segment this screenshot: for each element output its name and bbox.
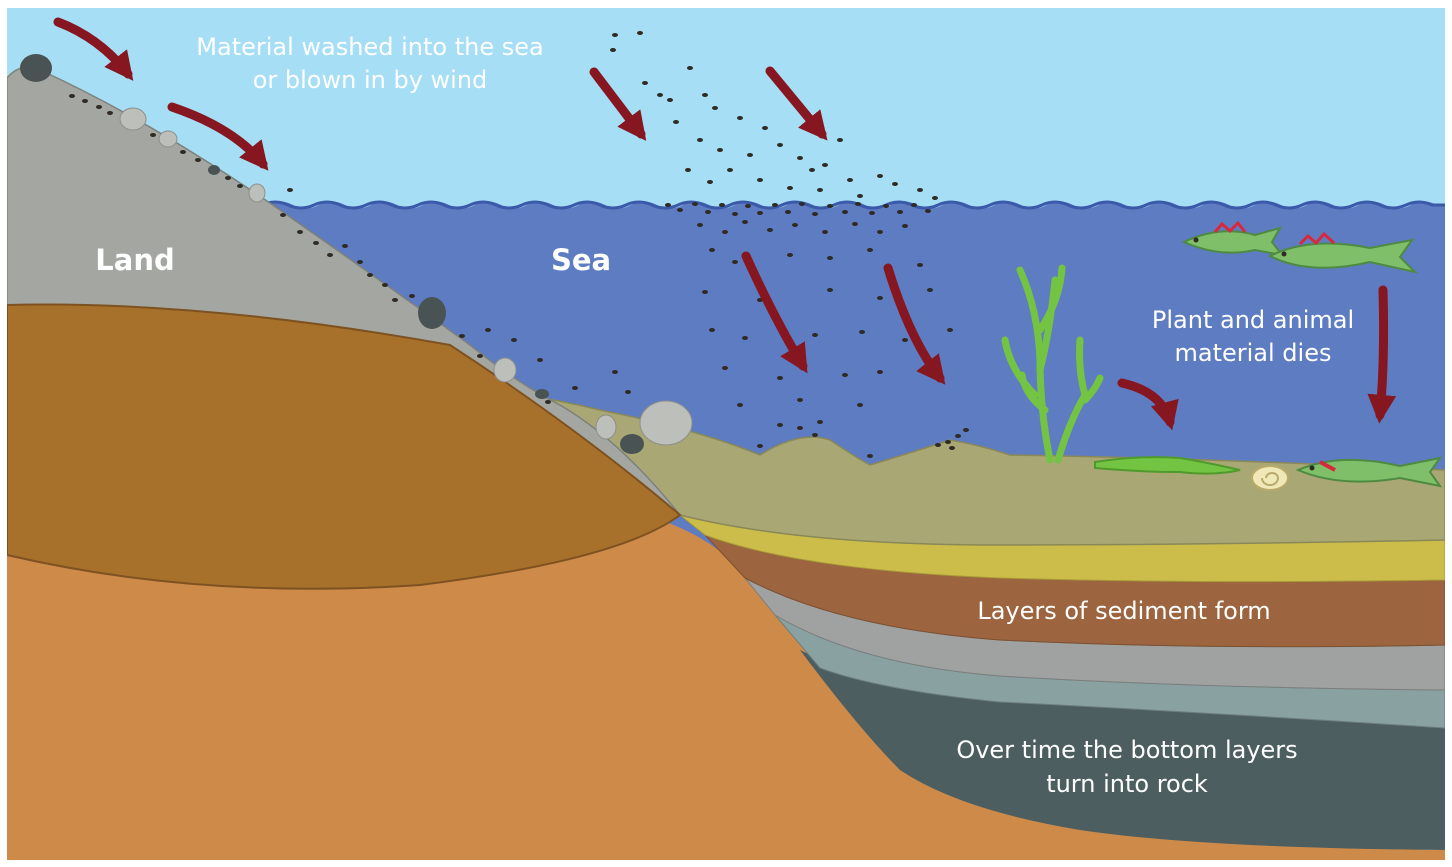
fish-live-2	[1267, 231, 1419, 274]
rocks	[20, 54, 693, 454]
fish-live-1	[1181, 220, 1285, 257]
label-material-line1: Material washed into the sea	[196, 33, 543, 61]
arrow-sink-2	[883, 263, 946, 385]
fallen-seaweed	[1094, 456, 1241, 475]
sediment-particles	[69, 31, 969, 458]
label-rock-line1: Over time the bottom layers	[956, 736, 1297, 764]
arrow-wash-2	[167, 102, 269, 171]
label-rock-line2: turn into rock	[1046, 770, 1208, 798]
rock-layer	[800, 650, 1445, 850]
arrow-plant	[1117, 378, 1179, 431]
snail-shell	[1251, 465, 1289, 491]
arrow-wash-1	[53, 17, 134, 81]
label-plant-line2: material dies	[1175, 339, 1332, 367]
label-material-line2: or blown in by wind	[253, 66, 488, 94]
sky	[7, 8, 1445, 208]
label-sea: Sea	[551, 243, 611, 277]
arrow-wind-1	[589, 67, 647, 141]
sea-surface-line	[261, 200, 1445, 210]
arrow-fish	[1367, 285, 1397, 424]
label-land: Land	[95, 243, 174, 277]
arrow-sink-1	[741, 251, 808, 374]
arrow-wind-2	[765, 66, 828, 141]
seaweed	[1001, 264, 1104, 464]
fish-dead	[1295, 456, 1443, 488]
land-brown	[6, 303, 682, 590]
process-arrows	[53, 17, 1397, 431]
label-plant-line1: Plant and animal	[1152, 306, 1354, 334]
ground-orange	[7, 520, 1445, 860]
label-layers: Layers of sediment form	[977, 597, 1270, 625]
